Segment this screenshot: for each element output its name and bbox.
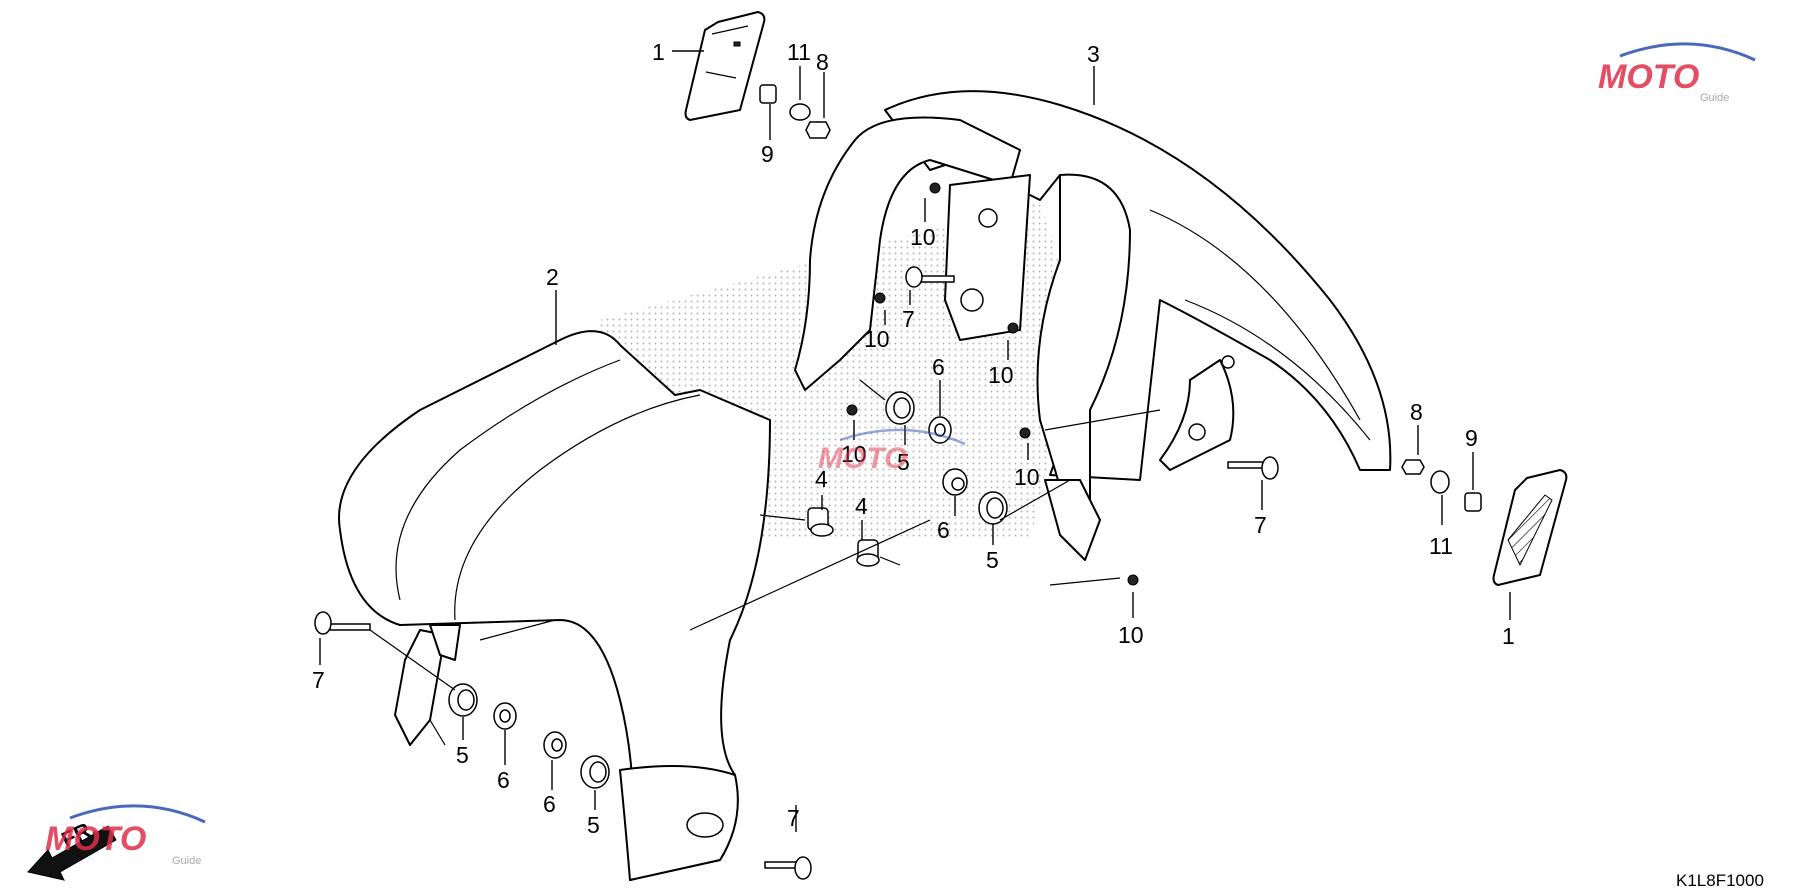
callout-5-a: 5: [897, 449, 910, 475]
callout-7-bottom: 7: [787, 805, 800, 831]
callout-9-top: 9: [761, 141, 774, 167]
collar-4-a: [807, 507, 834, 537]
callout-10-d: 10: [841, 441, 867, 467]
bolt-7-right: [1227, 456, 1279, 480]
part-1-reflector-top[interactable]: [684, 11, 766, 121]
grommet-5-a: [885, 391, 915, 425]
grommet-5-d: [580, 755, 610, 789]
leader-lines: [319, 50, 1511, 832]
callout-10-f: 10: [1118, 622, 1144, 648]
nut-8-top: [805, 121, 831, 139]
bolt-7-mid: [905, 266, 955, 288]
callout-6-d: 6: [543, 791, 556, 817]
callout-9-right: 9: [1465, 425, 1478, 451]
watermark-bottom-left: MOTO Guide: [45, 804, 206, 867]
screw-10-d: [846, 404, 858, 416]
screw-10-c: [1007, 322, 1019, 334]
svg-text:Guide: Guide: [1700, 92, 1729, 104]
callout-5-d: 5: [587, 812, 600, 838]
bolt-7-left: [314, 611, 371, 635]
callout-10-a: 10: [910, 224, 936, 250]
callout-6-b: 6: [937, 517, 950, 543]
callout-8-right: 8: [1410, 399, 1423, 425]
callout-5-c: 5: [456, 742, 469, 768]
collar-4-b: [856, 539, 880, 567]
svg-text:MOTO: MOTO: [45, 820, 146, 858]
callout-5-b: 5: [986, 547, 999, 573]
callout-4-b: 4: [855, 493, 868, 519]
callout-2: 2: [546, 264, 559, 290]
bolt-7-bottom: [764, 856, 812, 880]
washer-11-right: [1430, 470, 1450, 494]
part-2-front-fender[interactable]: [338, 330, 771, 881]
watermark-top-right: MOTO Guide: [1598, 42, 1756, 104]
callout-11-right: 11: [1429, 533, 1453, 559]
grommet-5-c: [448, 683, 478, 717]
collar-6-a: [928, 416, 952, 444]
callout-3: 3: [1087, 41, 1100, 67]
callout-8-top: 8: [816, 49, 829, 75]
collar-6-b: [942, 468, 968, 496]
screw-10-a: [929, 182, 941, 194]
washer-11-top: [789, 103, 811, 121]
collar-6-d: [543, 731, 567, 759]
screw-10-e: [1019, 427, 1031, 439]
callout-labels: 1 1 2 3 4 4 5 5 5 5 6 6 6 6 7 7 7 7 8 8 …: [312, 39, 1515, 838]
callout-10-e: 10: [1014, 464, 1040, 490]
collar-9-right: [1464, 492, 1482, 512]
screw-10-f: [1127, 574, 1139, 586]
collar-9-top: [759, 84, 777, 104]
diagram-code: K1L8F1000: [1676, 871, 1764, 890]
collar-6-c: [493, 702, 517, 730]
callout-6-a: 6: [932, 354, 945, 380]
callout-7-left: 7: [312, 667, 325, 693]
svg-text:MOTO: MOTO: [818, 442, 907, 475]
callout-10-c: 10: [988, 362, 1014, 388]
callout-4-a: 4: [815, 466, 828, 492]
callout-1-top: 1: [652, 39, 665, 65]
watermark-center: MOTO: [818, 428, 966, 475]
svg-text:Guide: Guide: [172, 855, 201, 867]
callout-6-c: 6: [497, 767, 510, 793]
part-1-reflector-right[interactable]: [1492, 469, 1568, 586]
callout-11-top: 11: [787, 39, 811, 65]
svg-text:MOTO: MOTO: [1598, 58, 1699, 96]
nut-8-right: [1401, 459, 1425, 475]
callout-10-b: 10: [864, 326, 890, 352]
screw-10-b: [874, 292, 886, 304]
callout-1-right: 1: [1502, 623, 1515, 649]
callout-7-right: 7: [1254, 512, 1267, 538]
callout-7-mid: 7: [902, 306, 915, 332]
grommet-5-b: [978, 491, 1008, 525]
